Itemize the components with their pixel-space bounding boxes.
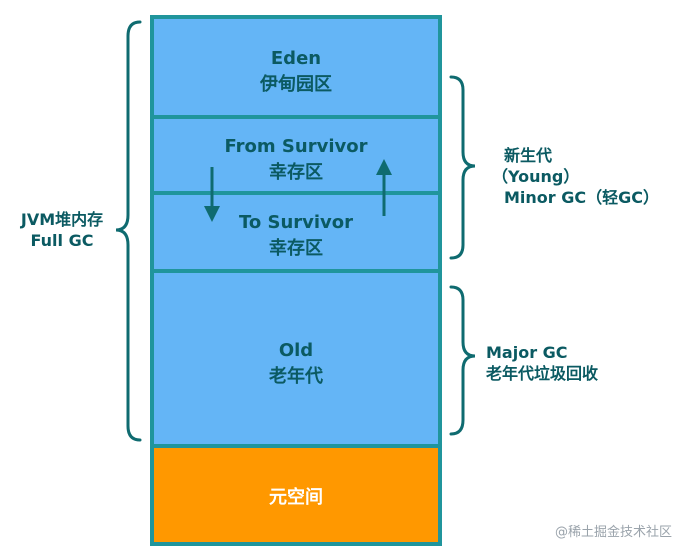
watermark: @稀土掘金技术社区: [554, 525, 672, 540]
old-annotation: Major GC 老年代垃圾回收: [486, 342, 598, 384]
old-label-zh: 老年代: [269, 366, 323, 387]
old-block: Old 老年代: [150, 269, 442, 448]
young-en: （Young）: [492, 167, 580, 186]
old-gc-desc: 老年代垃圾回收: [486, 364, 599, 383]
young-brace: [449, 75, 476, 260]
old-label-en: Old: [278, 340, 314, 361]
young-gc: Minor GC（轻GC）: [504, 188, 660, 207]
eden-label-en: Eden: [270, 48, 322, 69]
metaspace-label: 元空间: [269, 487, 323, 508]
eden-block: Eden 伊甸园区: [150, 15, 442, 119]
jvm-heap-title: JVM堆内存: [20, 210, 104, 229]
jvm-heap-annotation: JVM堆内存 Full GC: [10, 209, 114, 251]
to-survivor-label-zh: 幸存区: [269, 238, 323, 259]
jvm-heap-brace: [115, 20, 142, 442]
metaspace-block: 元空间: [150, 444, 442, 546]
eden-label-zh: 伊甸园区: [260, 74, 332, 95]
young-annotation: 新生代 （Young） Minor GC（轻GC）: [492, 145, 659, 208]
to-survivor-label-en: To Survivor: [238, 212, 354, 233]
jvm-heap-gc: Full GC: [30, 231, 94, 250]
to-survivor-block: To Survivor 幸存区: [150, 191, 442, 273]
from-survivor-block: From Survivor 幸存区: [150, 115, 442, 195]
down-arrow-icon: [204, 167, 220, 222]
up-arrow-icon: [376, 159, 392, 216]
from-survivor-label-zh: 幸存区: [269, 162, 323, 183]
from-survivor-label-en: From Survivor: [224, 136, 368, 157]
old-gc: Major GC: [486, 343, 568, 362]
young-title: 新生代: [504, 146, 553, 165]
old-brace: [449, 285, 476, 436]
